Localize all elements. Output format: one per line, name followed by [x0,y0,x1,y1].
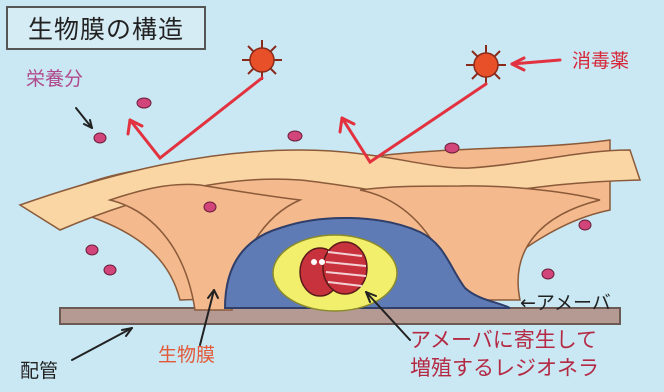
legionella-label-line2: 増殖するレジオネラ [410,354,599,382]
amoeba-label: ←アメーバ [520,288,611,315]
disinfectant-sun-left [242,40,282,80]
nutrient-label: 栄養分 [26,64,83,91]
disinfectant-sun-right [466,45,506,85]
biofilm-label: 生物膜 [158,340,215,367]
legionella-label-line1: アメーバに寄生して [410,326,599,354]
title-box: 生物膜の構造 [6,6,206,50]
pipe-label: 配管 [20,356,58,383]
disinfectant-label: 消毒薬 [572,46,629,73]
title: 生物膜の構造 [28,10,184,46]
legionella-label: アメーバに寄生して 増殖するレジオネラ [410,326,599,382]
